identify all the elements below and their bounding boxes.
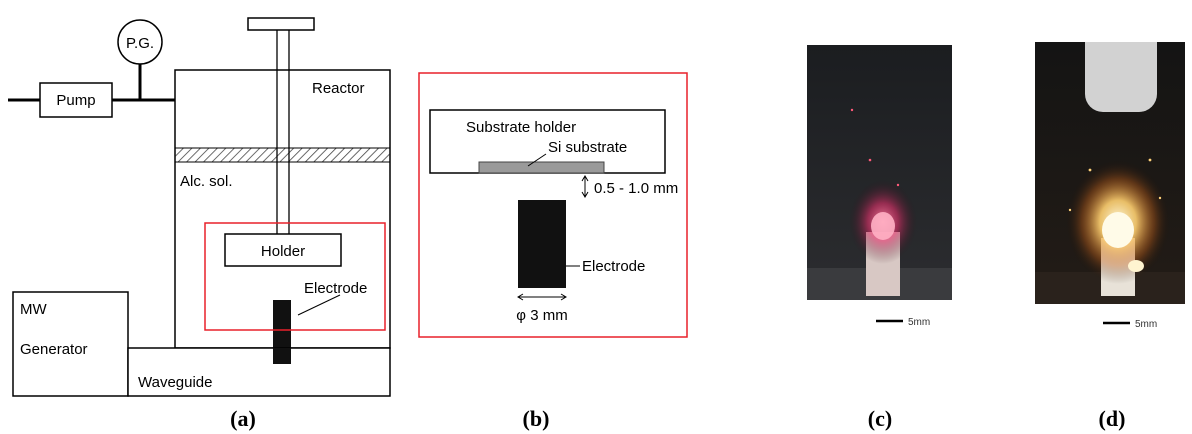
- panel-d-photo: 5mm: [1035, 42, 1185, 330]
- electrode-label-a: Electrode: [304, 280, 367, 297]
- gap-arrow-bottom: [581, 191, 589, 198]
- photo-c-plasma-core: [871, 212, 895, 240]
- solution-label: Alc. sol.: [180, 173, 233, 190]
- photo-c-spark: [896, 183, 900, 187]
- reactor-label: Reactor: [312, 80, 365, 97]
- photo-d-spark: [1158, 196, 1162, 200]
- caption-b: (b): [523, 406, 550, 431]
- scale-label-c: 5mm: [908, 317, 930, 328]
- mw-generator: [12, 291, 129, 397]
- pressure-gauge: [117, 19, 163, 65]
- pressure-gauge-label: P.G.: [126, 35, 154, 52]
- photo-d-reflection: [1128, 260, 1144, 272]
- caption-c: (c): [868, 406, 892, 431]
- caption-a: (a): [230, 406, 256, 431]
- substrate-label: Si substrate: [548, 139, 627, 156]
- substrate-holder-label: Substrate holder: [466, 119, 576, 136]
- generator-label-1: MW: [20, 301, 47, 318]
- shaft-knob: [247, 17, 315, 31]
- photo-c-spark: [868, 158, 872, 162]
- photo-d-plasma-core: [1102, 212, 1134, 248]
- waveguide-label: Waveguide: [138, 374, 213, 391]
- panel-b: Substrate holder Si substrate 0.5 - 1.0 …: [418, 72, 688, 338]
- gap-label: 0.5 - 1.0 mm: [594, 180, 678, 197]
- electrode-label-b: Electrode: [582, 258, 645, 275]
- holder-box: [224, 233, 342, 267]
- pump-label: Pump: [56, 92, 95, 109]
- generator-label-2: Generator: [20, 341, 88, 358]
- panel-c-photo: 5mm: [807, 45, 952, 328]
- photo-d-spark: [1088, 168, 1092, 172]
- diameter-label: φ 3 mm: [516, 307, 567, 324]
- electrode-a-base: [273, 348, 291, 364]
- photo-d-spark: [1148, 158, 1152, 162]
- electrode-b: [518, 200, 566, 288]
- si-substrate: [478, 161, 605, 174]
- electrode-leader: [297, 294, 341, 316]
- zoom-region: [204, 222, 386, 331]
- scale-label-d: 5mm: [1135, 319, 1157, 330]
- liquid-surface: [174, 147, 391, 163]
- holder-label: Holder: [261, 243, 305, 260]
- diameter-arrow-right: [560, 293, 567, 301]
- substrate-leader: [527, 153, 547, 167]
- diameter-arrow-left: [517, 293, 524, 301]
- waveguide: [127, 347, 391, 397]
- detail-frame: [418, 72, 688, 338]
- photo-d-holder-top: [1085, 42, 1157, 82]
- panel-a: Pump P.G. Reactor Alc. sol. Holder Elect…: [8, 17, 391, 397]
- photo-c-spark: [850, 108, 854, 112]
- photo-d-spark: [1068, 208, 1072, 212]
- gap-arrow-top: [581, 175, 589, 182]
- caption-d: (d): [1099, 406, 1126, 431]
